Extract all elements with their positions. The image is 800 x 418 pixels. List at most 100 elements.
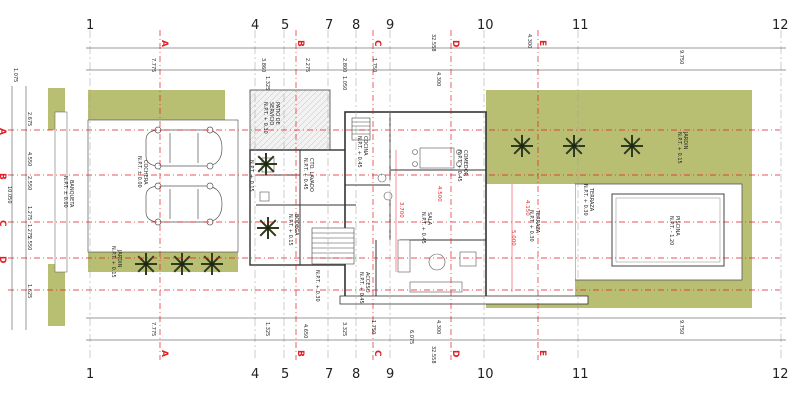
grid-number: 8 [352, 367, 360, 382]
grid-lines [89, 30, 782, 360]
grid-letter: D [450, 40, 460, 47]
grid-number: 11 [572, 18, 589, 33]
room-label: JARDIN N.P.T. + 0.15 [110, 246, 122, 278]
dimension-value: 2.800 [341, 58, 347, 72]
palm-tree-icon [201, 253, 223, 275]
dimension-value: 3.860 [260, 58, 266, 72]
red-dimension-value: 5.000 [510, 230, 516, 246]
dimension-value: 32.558 [430, 346, 436, 364]
grid-letter: A [159, 350, 169, 357]
dimension-value: 1.275 [26, 206, 32, 220]
car-bottom [145, 182, 223, 226]
room-name: COCINA [362, 136, 368, 156]
dimension-value: 7.775 [150, 322, 156, 336]
grid-letter: B [295, 350, 305, 357]
dimension-value: 4.300 [526, 34, 532, 48]
grid-axes [8, 30, 780, 360]
red-dimensions: 4.500 3.700 4.150 5.000 [395, 150, 530, 292]
room-level-label: N.P.T. + 0.15 [248, 160, 254, 192]
front-garden-top [88, 90, 225, 120]
room-label: COMEDOR N.P.T. + 0.45 [456, 150, 468, 182]
room-name: SERVICIO [268, 102, 274, 125]
grid-letter: D [450, 350, 460, 357]
grid-number: 5 [281, 18, 289, 33]
room-level: N.P.T. + 0.45 [356, 136, 362, 168]
room-label: COCINA N.P.T. + 0.45 [356, 136, 368, 168]
palm-tree-icon [171, 253, 193, 275]
room-level: N.P.T. + 0.45 [302, 158, 308, 190]
room-name: BANQUETA [68, 180, 74, 208]
grid-letter: E [537, 350, 547, 356]
grid-number: 8 [352, 18, 360, 33]
pool-inner-edge [615, 197, 721, 263]
room-level: N.P.T. + 0.15 [287, 214, 293, 246]
room-name: JARDIN [682, 131, 688, 150]
dimension-value: 1.075 [12, 68, 18, 82]
dimension-value: 1.050 [341, 76, 347, 90]
room-label: BODEGA N.P.T. + 0.15 [287, 214, 299, 246]
dimension-value: 32.558 [430, 34, 436, 52]
service-patio-slab [249, 89, 331, 151]
grid-letter: E [537, 40, 547, 46]
grid-number: 4 [251, 367, 259, 382]
dimension-value: 1.750 [370, 320, 376, 334]
grid-number: 5 [281, 367, 289, 382]
grid-letter: C [372, 40, 382, 47]
dimension-value: 2.675 [26, 112, 32, 126]
room-level: N.P.T. ± 0.00 [136, 156, 142, 188]
grid-number: 7 [325, 367, 333, 382]
grid-number: 9 [386, 18, 394, 33]
room-labels: BANQUETA N.P.T. ± 0.00 COCHERA N.P.T. ± … [62, 102, 688, 304]
dimension-value: 4.650 [302, 324, 308, 338]
sidewalk-grass-bottom [48, 264, 65, 326]
room-name: ACCESO [364, 272, 370, 293]
grid-number: 10 [477, 367, 494, 382]
front-garden-bottom [88, 252, 238, 272]
car-top [145, 126, 223, 170]
grid-letter: D [0, 256, 7, 263]
dimension-value: 3.325 [341, 322, 347, 336]
room-level: N.P.T. ± 0.00 [62, 176, 68, 208]
room-level: N.P.T. + 0.45 [420, 212, 426, 244]
room-name: CTO. LAVADO [308, 158, 314, 192]
grid-number: 10 [477, 18, 494, 33]
grid-number: 9 [386, 367, 394, 382]
grid-letter: B [295, 40, 305, 47]
dimension-value: 4.550 [26, 152, 32, 166]
dimension-value: 2.550 [26, 176, 32, 190]
room-label: BANQUETA N.P.T. ± 0.00 [62, 176, 74, 209]
dims-left: 1.075 2.675 4.550 2.550 1.275 1.275 2.55… [6, 68, 32, 298]
grid-letter: B [0, 173, 7, 180]
palm-tree-icon [511, 135, 533, 157]
grid-letter: A [0, 128, 7, 135]
room-label: TERRAZA N.P.T. + 0.30 [582, 184, 594, 216]
room-level: N.P.T. + 0.30 [582, 184, 588, 216]
room-level: N.P.T. + 0.15 [676, 132, 682, 164]
room-label: PISCINA N.P.T. - 1.20 [668, 216, 680, 245]
dims-top: 7.775 3.860 2.275 2.800 1.750 32.558 4.3… [150, 34, 684, 90]
dimension-value: 7.775 [150, 58, 156, 72]
dimension-value: 4.300 [435, 72, 441, 86]
dimension-value: 1.325 [264, 76, 270, 90]
grid-number: 12 [772, 367, 789, 382]
room-level: N.P.T. + 0.30 [528, 210, 534, 242]
palm-tree-icon [135, 253, 157, 275]
room-name: COMEDOR [462, 150, 468, 177]
grid-number: 11 [572, 367, 589, 382]
dimension-total: 10.050 [6, 186, 12, 204]
dimension-value: 2.275 [304, 58, 310, 72]
entry-platform [339, 295, 589, 305]
room-name: BODEGA [293, 214, 299, 236]
palm-tree-icon [255, 153, 277, 175]
grid-letter: C [372, 350, 382, 357]
grid-number: 1 [86, 367, 94, 382]
palm-tree-icon [563, 135, 585, 157]
red-dimension-value: 3.700 [398, 202, 404, 218]
pool [611, 193, 725, 267]
room-name: PATIO DE [274, 102, 280, 125]
room-name: SALA [426, 212, 432, 226]
grid-letters-bottom: A B C D E [159, 350, 547, 357]
room-label: PATIO DE SERVICIO N.P.T. + 0.30 [262, 102, 280, 134]
grid-numbers-bottom: 1 4 5 7 8 9 10 11 12 [86, 367, 789, 382]
red-dimension-value: 4.150 [524, 200, 530, 216]
